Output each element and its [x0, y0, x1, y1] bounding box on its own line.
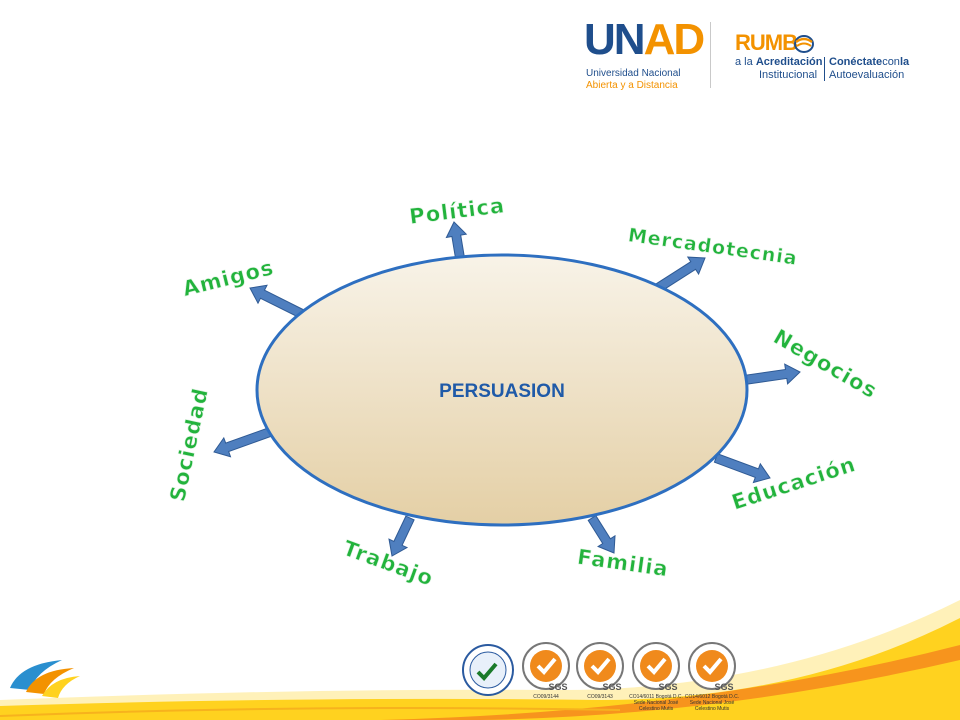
- tagline-conectate: Conéctate: [829, 56, 883, 68]
- cert-caption-0: CO09/3144: [533, 694, 559, 700]
- tagline-con: con: [882, 56, 900, 68]
- tagline-divider: [824, 57, 825, 81]
- arrow-7: [249, 284, 305, 319]
- cert-caption-3: CO14/6012 Bogotá D.C. Sede Nacional José…: [684, 694, 740, 712]
- sgs-seal-icon-0: SGS: [522, 642, 570, 692]
- unad-name-line2: Abierta y a Distancia: [586, 80, 678, 91]
- rumbo-acreditacion: Acreditación: [755, 56, 823, 68]
- arrow-0: [445, 221, 468, 260]
- unad-acronym: UNAD: [584, 15, 705, 64]
- unad-name-line1: Universidad Nacional: [586, 68, 681, 79]
- rumbo-o-icon: [794, 35, 814, 53]
- rumbo-line2: Institucional: [759, 69, 818, 81]
- sgs-label-0: SGS: [548, 682, 567, 692]
- tagline-la: la: [899, 56, 910, 68]
- sgs-label-2: SGS: [658, 682, 677, 692]
- tagline-line2: Autoevaluación: [829, 69, 905, 81]
- cert-caption-2: CO14/6011 Bogotá D.C. Sede Nacional José…: [629, 694, 683, 712]
- tagline-line1: Conéctateconla: [829, 56, 909, 68]
- arrow-3: [713, 453, 771, 484]
- arrow-5: [388, 515, 415, 557]
- center-ellipse: [255, 253, 749, 527]
- arrow-6: [213, 427, 273, 458]
- swoosh-logo-icon: [10, 660, 80, 698]
- header-divider: [710, 22, 711, 88]
- sgs-label-1: SGS: [602, 682, 621, 692]
- sgs-seal-icon-3: SGS: [688, 642, 736, 692]
- center-label: PERSUASION: [439, 381, 565, 402]
- arrow-4: [587, 514, 616, 554]
- rumbo-word: RUMB: [735, 30, 798, 55]
- rumbo-acreditacion-logo: RUMB a la Acreditación Institucional Con…: [735, 30, 935, 90]
- sgs-label-3: SGS: [714, 682, 733, 692]
- arrow-1: [654, 256, 706, 293]
- crest-seal-icon: [462, 644, 514, 696]
- branch-arrows: [213, 221, 801, 557]
- unad-logo: UNAD Universidad Nacional Abierta y a Di…: [584, 15, 705, 96]
- cert-caption-1: CO09/3143: [587, 694, 613, 700]
- sgs-seal-icon-1: SGS: [576, 642, 624, 692]
- sgs-seal-icon-2: SGS: [632, 642, 680, 692]
- rumbo-line1: a la Acreditación: [735, 56, 822, 68]
- arrow-2: [742, 363, 801, 386]
- certification-seals: SGS SGS SGS SGS: [462, 642, 736, 696]
- rumbo-prefix: a la: [735, 56, 753, 68]
